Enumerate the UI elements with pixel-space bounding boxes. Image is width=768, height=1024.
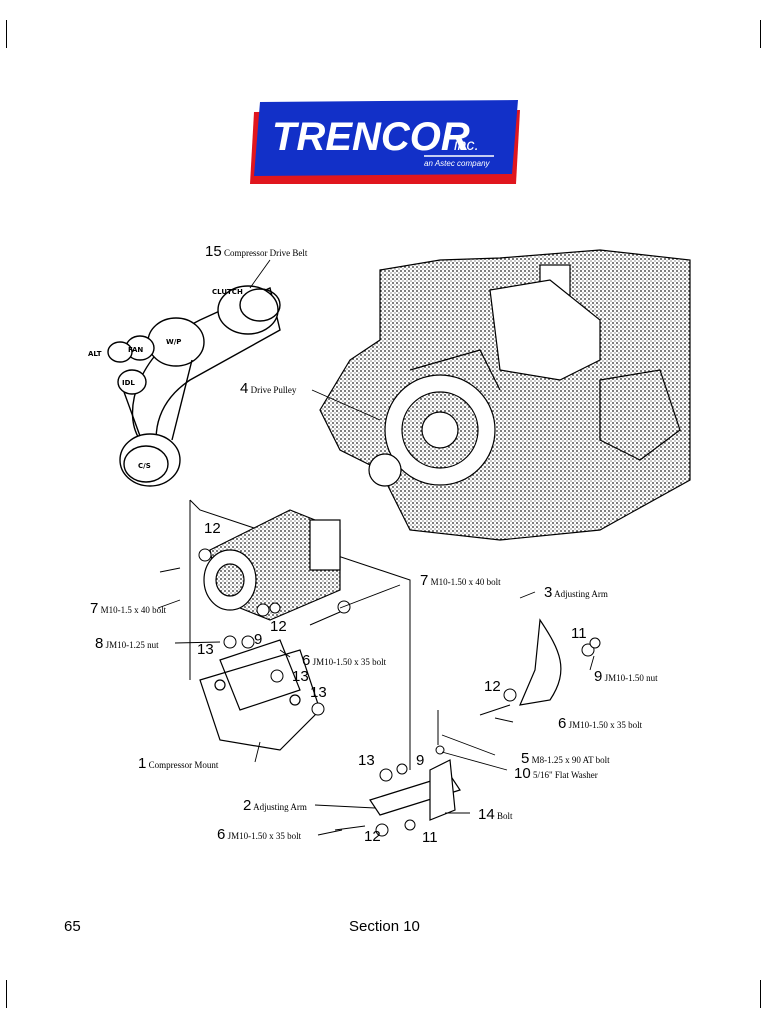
callout-adjusting-arm-lower: 2 Adjusting Arm	[243, 797, 307, 814]
callout-jm10-bolt-middle: 6 JM10-1.50 x 35 bolt	[558, 715, 643, 732]
callout-m8-bolt: 5 M8-1.25 x 90 AT bolt	[521, 750, 610, 767]
callout-jm10-bolt-upper: 6 JM10-1.50 x 35 bolt	[302, 652, 387, 669]
crop-mark-top-left	[6, 20, 7, 48]
part-number: 11	[571, 625, 587, 642]
part-number: 12	[364, 828, 381, 845]
adjusting-arm-illustration	[369, 618, 562, 821]
section-label: Section 10	[349, 918, 420, 935]
leader-lines	[157, 259, 595, 836]
crop-mark-bottom-left	[6, 980, 7, 1008]
compressor-mount-illustration	[199, 639, 321, 751]
part-number: 9	[416, 752, 425, 769]
callout-drive-pulley: 4 Drive Pulley	[240, 380, 297, 397]
part-number: 13	[358, 752, 375, 769]
part-number: 12	[270, 618, 287, 635]
part-number: 12	[484, 678, 501, 695]
logo-tagline: an Astec company	[424, 159, 491, 168]
callout-compressor-drive-belt: 15 Compressor Drive Belt	[205, 243, 308, 260]
callout-jm10-nut-right: 9 JM10-1.50 nut	[594, 668, 658, 685]
pulley-label-idl: IDL	[122, 379, 135, 387]
hardware-illustration	[159, 548, 601, 837]
part-number: 9	[254, 631, 263, 648]
compressor-illustration	[203, 509, 341, 621]
crop-mark-bottom-right	[760, 980, 761, 1008]
pulley-label-clutch: CLUTCH	[212, 288, 243, 296]
part-number: 13	[292, 668, 309, 685]
part-number: 12	[204, 520, 221, 537]
part-number: 13	[310, 684, 327, 701]
part-number: 11	[422, 829, 438, 846]
compressor-assembly-diagram: CLUTCH W/P FAN ALT IDL C/S	[88, 249, 691, 837]
callout-compressor-mount: 1 Compressor Mount	[138, 755, 219, 772]
pulley-label-fan: FAN	[128, 346, 143, 354]
pulley-label-cs: C/S	[138, 462, 151, 470]
trencor-logo: TRENCOR inc. an Astec company	[250, 100, 520, 184]
engine-illustration	[319, 249, 691, 541]
callout-jm10-nut: 8 JM10-1.25 nut	[95, 635, 159, 652]
crop-mark-top-right	[760, 20, 761, 48]
callout-adjusting-arm-upper: 3 Adjusting Arm	[544, 584, 608, 601]
callout-m10-bolt-right: 7 M10-1.50 x 40 bolt	[420, 572, 501, 589]
page-number: 65	[64, 918, 81, 935]
callout-flat-washer: 10 5/16" Flat Washer	[514, 765, 598, 782]
pulley-label-alt: ALT	[88, 350, 102, 358]
callout-jm10-bolt-lower: 6 JM10-1.50 x 35 bolt	[217, 826, 302, 843]
callout-m10-bolt-left: 7 M10-1.5 x 40 bolt	[90, 600, 167, 617]
logo-suffix: inc.	[454, 137, 479, 154]
belt-schematic	[107, 285, 281, 487]
callout-bolt: 14 Bolt	[478, 806, 513, 823]
part-number: 13	[197, 641, 214, 658]
logo-brand: TRENCOR	[272, 115, 470, 159]
pulley-label-wp: W/P	[166, 338, 181, 346]
